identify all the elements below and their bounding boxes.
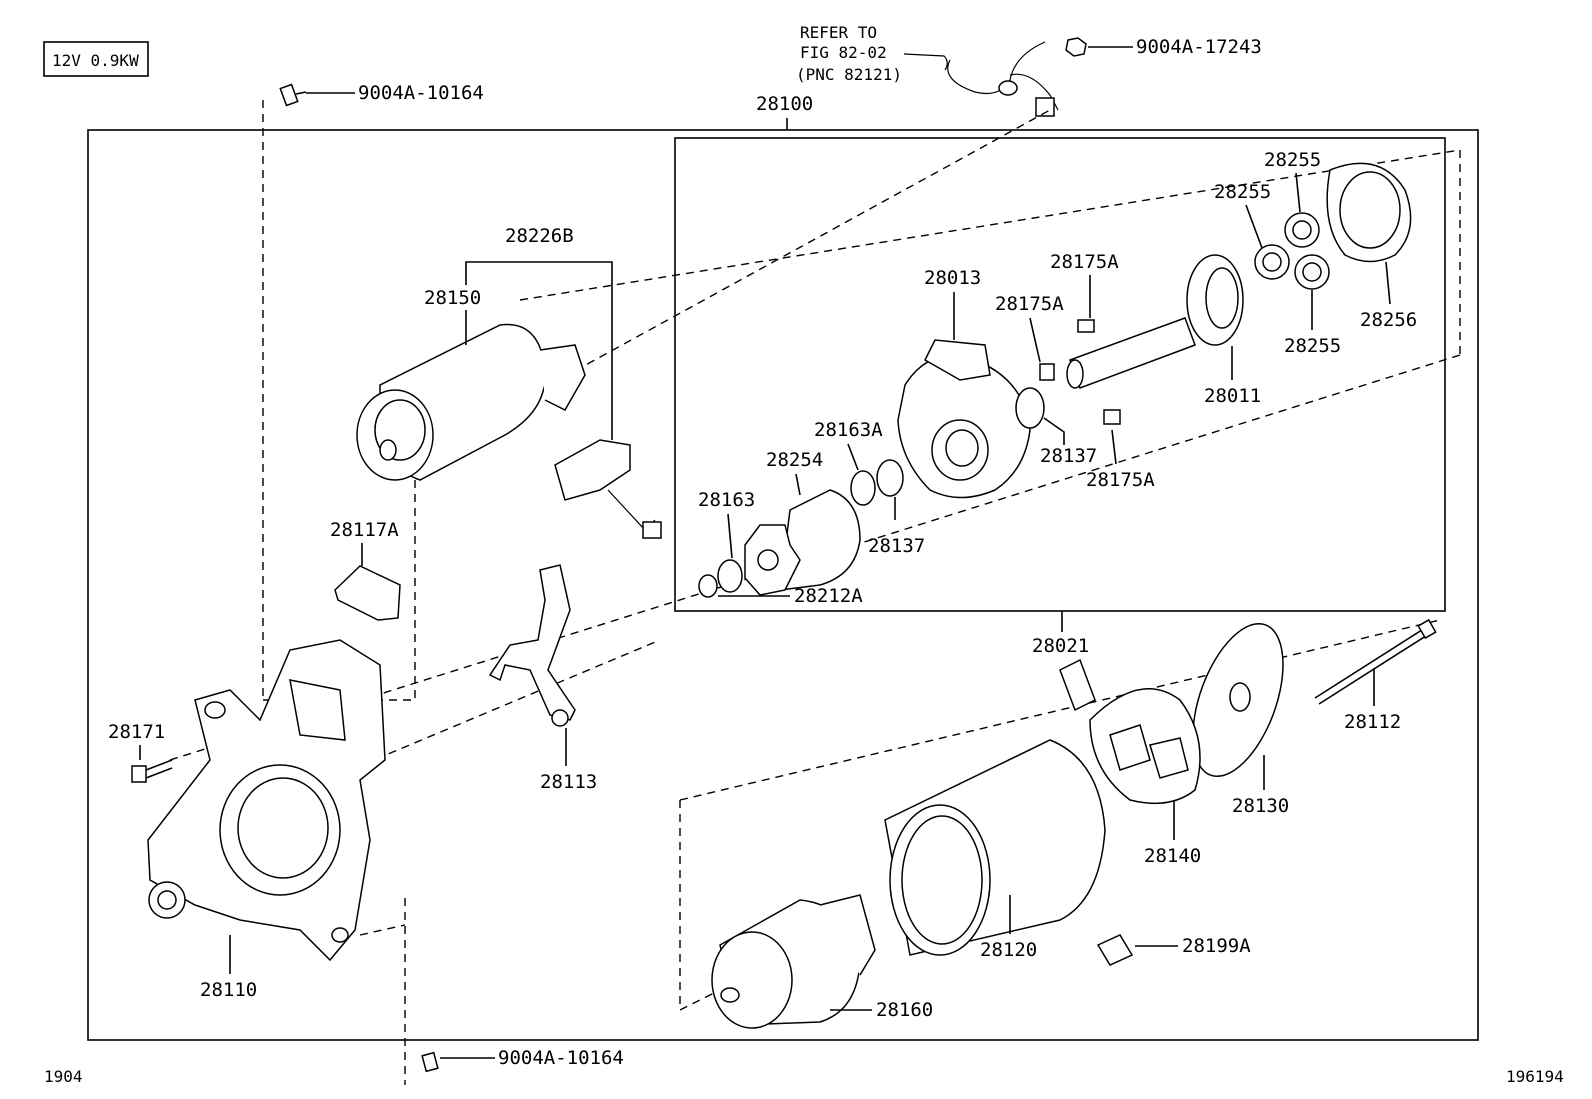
label-bracket: 28117A xyxy=(330,519,399,541)
label-bolt-bottom: 9004A-10164 xyxy=(498,1047,624,1069)
lever-part xyxy=(488,564,576,727)
label-spacer-a3: 28175A xyxy=(1086,469,1155,491)
internal-gear-part xyxy=(1326,162,1412,263)
label-clutch-assy: 28013 xyxy=(924,267,981,289)
label-gear-1: 28255 xyxy=(1214,181,1271,203)
shaft-part xyxy=(1066,254,1244,389)
label-stop-collar: 28163 xyxy=(698,489,755,511)
label-ring-2: 28137 xyxy=(868,535,925,557)
label-stud: 28171 xyxy=(108,721,165,743)
label-spacer-a1: 28175A xyxy=(1050,251,1119,273)
label-assembly: 28100 xyxy=(756,93,813,115)
spacer-a3-part xyxy=(1103,409,1121,425)
svg-text:FIG 82-02: FIG 82-02 xyxy=(800,43,887,62)
label-housing: 28110 xyxy=(200,979,257,1001)
spacer-a2-part xyxy=(1039,363,1055,381)
armature-part xyxy=(711,894,876,1029)
label-switch-assy: 28226B xyxy=(505,225,574,247)
svg-text:(PNC 82121): (PNC 82121) xyxy=(796,65,902,84)
label-shaft: 28011 xyxy=(1204,385,1261,407)
nut-top-right: 9004A-17243 xyxy=(1065,36,1262,58)
gears-part xyxy=(1254,212,1330,290)
stop-collar-part xyxy=(717,559,743,593)
label-bolt-top-left: 9004A-10164 xyxy=(358,82,484,104)
solenoid-part xyxy=(356,323,586,481)
bolt-top-left: 9004A-10164 xyxy=(279,82,484,107)
assembly-frame xyxy=(87,129,1479,1041)
ring-1-part xyxy=(1015,387,1045,429)
label-through-bolt: 28112 xyxy=(1344,711,1401,733)
spacer-a1-part xyxy=(1077,319,1095,333)
label-spacer-a2: 28175A xyxy=(995,293,1064,315)
through-bolt-part xyxy=(1314,618,1437,705)
label-ring-1: 28137 xyxy=(1040,445,1097,467)
label-snap-ring-2: 28212A xyxy=(794,585,863,607)
label-planetary-kit: 28021 xyxy=(1032,635,1089,657)
clutch-part xyxy=(897,339,1031,499)
footer-left-code: 1904 xyxy=(44,1067,83,1086)
label-cap: 28199A xyxy=(1182,935,1251,957)
ring-2-part xyxy=(876,459,904,497)
label-yoke: 28120 xyxy=(980,939,1037,961)
bracket-part xyxy=(334,565,401,621)
label-armature: 28160 xyxy=(876,999,933,1021)
end-frame-part xyxy=(1192,622,1284,778)
stud-part xyxy=(131,759,173,783)
yoke-part xyxy=(884,739,1106,956)
housing-part xyxy=(147,639,386,962)
label-nut-top-right: 9004A-17243 xyxy=(1136,36,1262,58)
label-lever: 28113 xyxy=(540,771,597,793)
pinion-part xyxy=(744,489,861,596)
label-gear-2: 28255 xyxy=(1264,149,1321,171)
label-snap-ring: 28163A xyxy=(814,419,883,441)
subassembly-frame xyxy=(674,137,1446,612)
cap-part xyxy=(1096,934,1134,966)
label-end-frame: 28130 xyxy=(1232,795,1289,817)
footer-right-code: 196194 xyxy=(1506,1067,1564,1086)
label-gear-3: 28255 xyxy=(1284,335,1341,357)
refer-note: REFER TO FIG 82-02 (PNC 82121) xyxy=(796,23,1059,117)
spec-label: 12V 0.9KW xyxy=(52,51,139,70)
label-solenoid: 28150 xyxy=(424,287,481,309)
label-pinion: 28254 xyxy=(766,449,823,471)
snap-ring-part xyxy=(850,470,876,506)
label-internal-gear: 28256 xyxy=(1360,309,1417,331)
spec-label-box: 12V 0.9KW xyxy=(43,41,149,77)
brush-holder-part xyxy=(1059,658,1201,805)
svg-text:REFER TO: REFER TO xyxy=(800,23,877,42)
contact-plate-part xyxy=(554,439,662,539)
snap-ring-2-part xyxy=(698,574,718,598)
bolt-bottom: 9004A-10164 xyxy=(421,1047,624,1073)
label-brush-holder: 28140 xyxy=(1144,845,1201,867)
